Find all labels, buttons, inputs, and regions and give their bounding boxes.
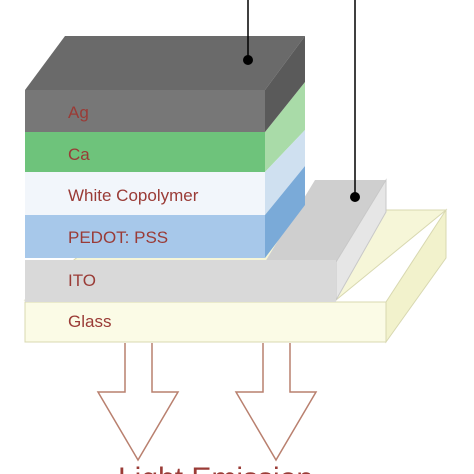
ag-side-face: [265, 36, 305, 132]
glass-label: Glass: [68, 312, 111, 331]
light-emission-caption: Light Emission: [118, 462, 313, 474]
anode-contact-dot-icon: [350, 192, 360, 202]
down-arrow-icon: [96, 343, 180, 462]
ca-label: Ca: [68, 145, 90, 164]
cathode-contact-dot-icon: [243, 55, 253, 65]
ito-layer: [25, 178, 387, 302]
down-arrow-icon: [234, 343, 318, 462]
ca-side-face: [265, 82, 305, 172]
pedot-front-face: [25, 215, 265, 258]
pedot-side-face: [265, 166, 305, 258]
ag-front-face: [25, 90, 265, 132]
copolymer-front-face: [25, 172, 265, 215]
ito-front-face: [25, 260, 336, 302]
copolymer-side-face: [265, 130, 305, 215]
ag-label: Ag: [68, 103, 89, 122]
ag-top-face: [25, 36, 305, 90]
ito-label: ITO: [68, 271, 96, 290]
ca-front-face: [25, 132, 265, 172]
copolymer-label: White Copolymer: [68, 186, 199, 205]
glass-front-face: [24, 301, 387, 343]
pedot-label: PEDOT: PSS: [68, 228, 168, 247]
ag-layer: [25, 36, 305, 132]
